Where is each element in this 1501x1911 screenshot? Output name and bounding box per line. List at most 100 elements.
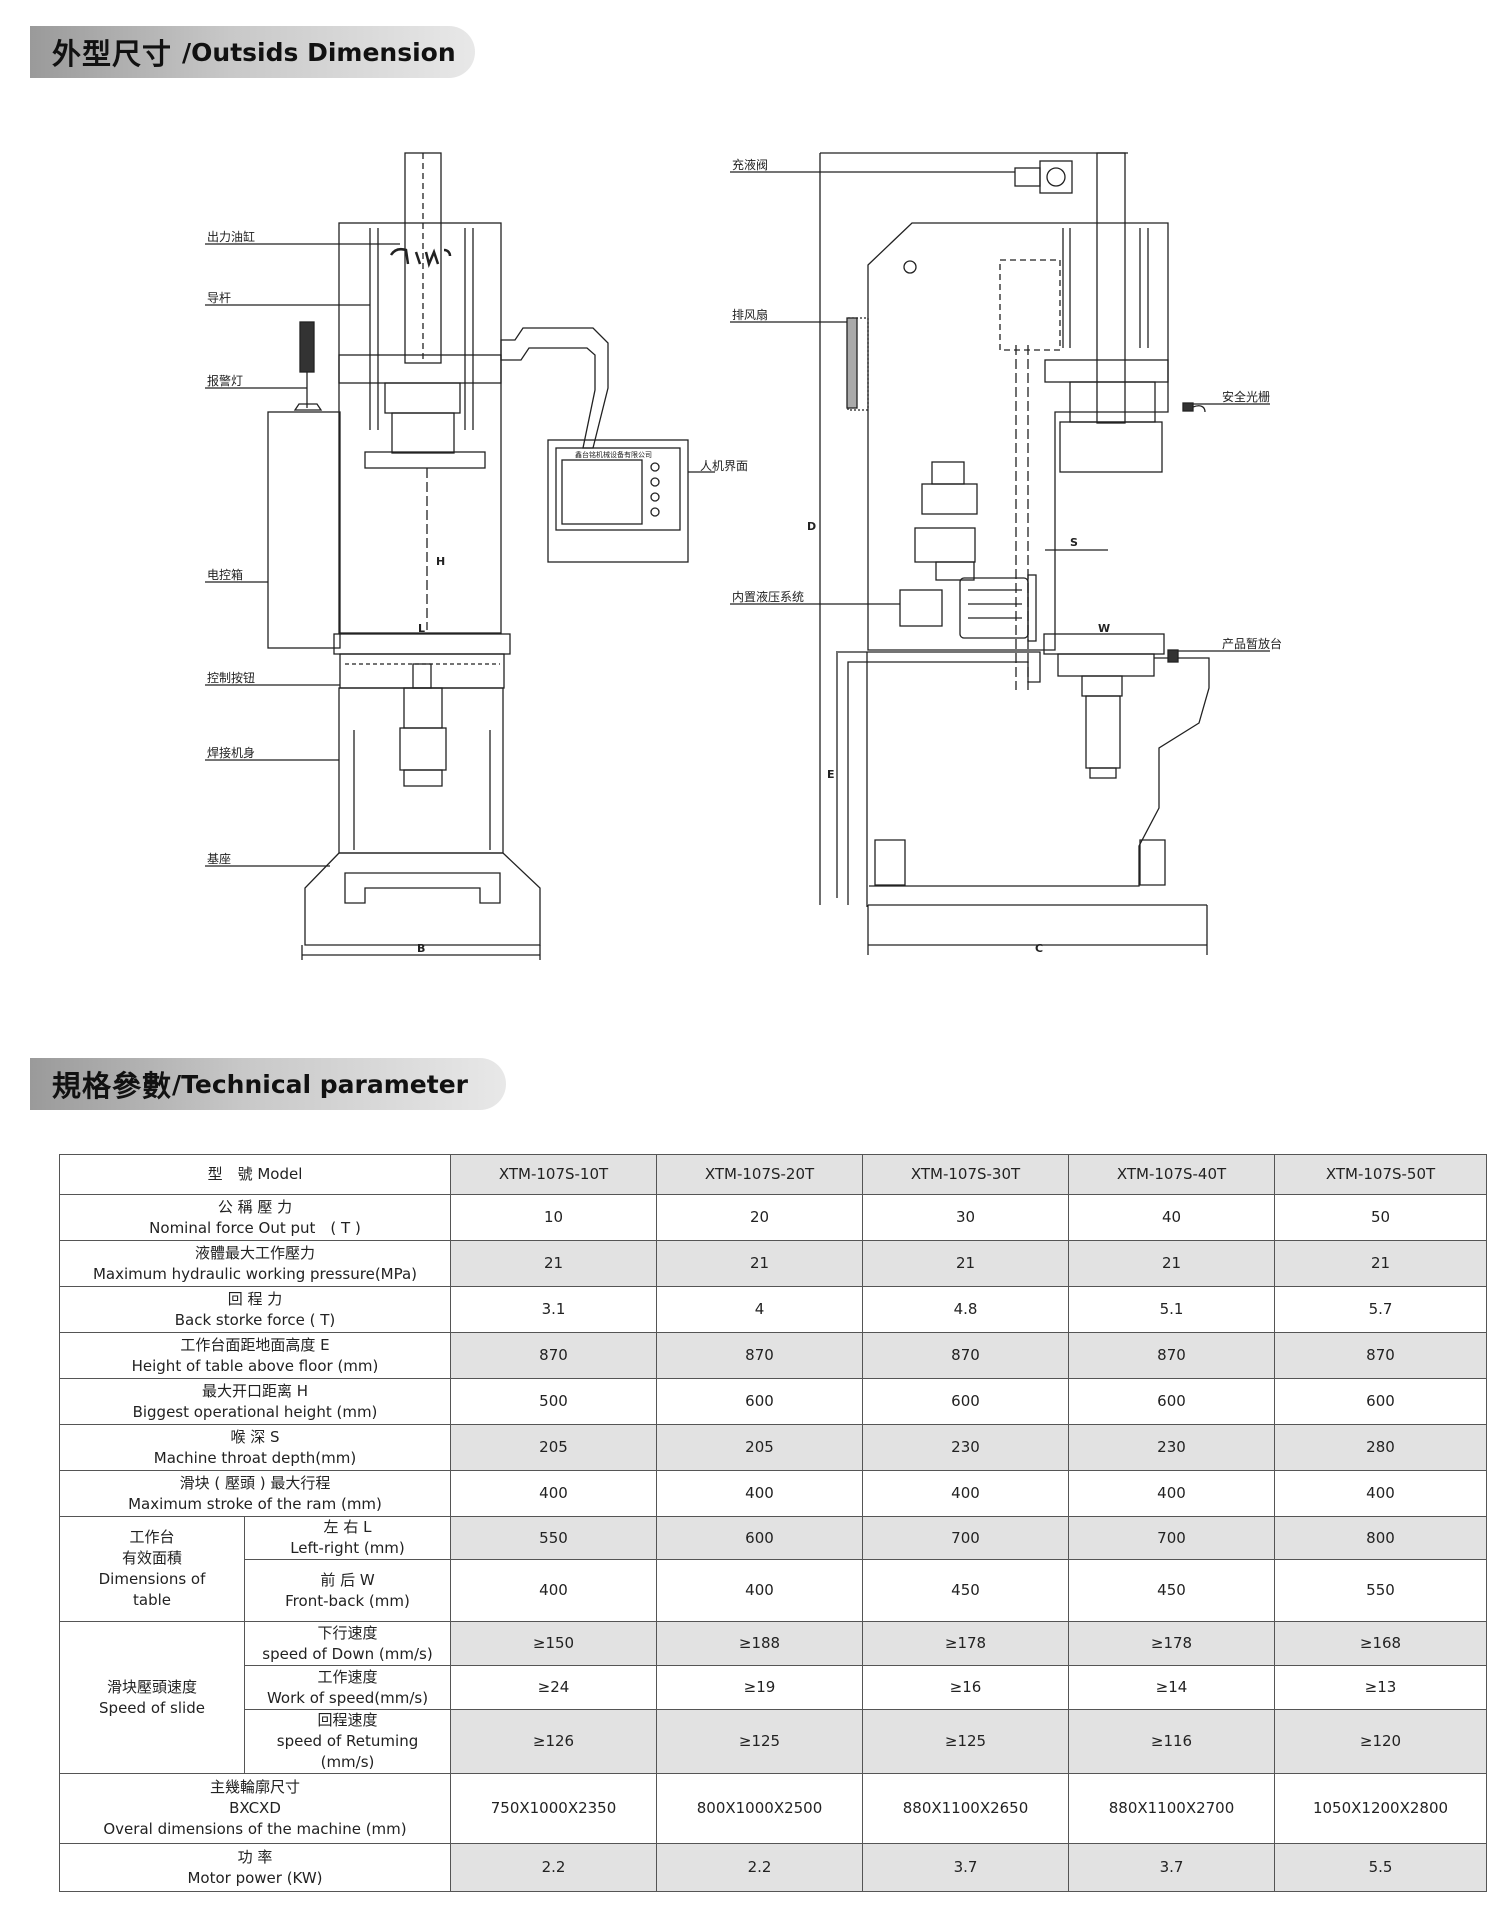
param-value: 5.1 (1068, 1286, 1275, 1333)
param-value: 400 (450, 1470, 657, 1517)
param-label-cn: 回 程 力 (227, 1289, 283, 1308)
param-value: 870 (450, 1332, 657, 1379)
param-value: 600 (862, 1378, 1069, 1425)
label-hmi: 人机界面 (700, 459, 748, 473)
label-control-box: 电控箱 (207, 567, 243, 582)
param-value: 3.1 (450, 1286, 657, 1333)
table-area-value: 600 (656, 1516, 863, 1560)
sub-param-en: (mm/s) (320, 1753, 375, 1771)
svg-text:S: S (1070, 536, 1078, 549)
slide-speed-value: ≥188 (656, 1621, 863, 1666)
overall-dimensions-value: 750X1000X2350 (450, 1773, 657, 1844)
motor-power-value: 2.2 (656, 1843, 863, 1892)
sub-param-cn: 前 后 W (320, 1570, 375, 1589)
table-area-value: 450 (1068, 1559, 1275, 1622)
svg-text:E: E (827, 768, 835, 781)
model-name: XTM-107S-30T (862, 1154, 1069, 1195)
param-value: 40 (1068, 1194, 1275, 1241)
sub-param-cn: 左 右 L (323, 1518, 372, 1536)
sub-param-cn: 工作速度 (317, 1667, 378, 1686)
param-value: 230 (862, 1424, 1069, 1471)
motor-power-value: 3.7 (862, 1843, 1069, 1892)
param-value: 870 (1274, 1332, 1487, 1379)
param-value: 21 (1274, 1240, 1487, 1287)
slide-speed-value: ≥16 (862, 1665, 1069, 1710)
group-label-en: table (133, 1591, 171, 1609)
svg-text:C: C (1035, 942, 1043, 955)
slide-speed-value: ≥125 (656, 1709, 863, 1774)
param-label-en: Back storke force ( T) (174, 1310, 336, 1329)
svg-text:B: B (417, 942, 425, 955)
table-area-value: 800 (1274, 1516, 1487, 1560)
param-value: 500 (450, 1378, 657, 1425)
table-area-value: 550 (450, 1516, 657, 1560)
param-value: 20 (656, 1194, 863, 1241)
group-label-en: Dimensions of (98, 1570, 206, 1588)
group-label-en: Speed of slide (99, 1698, 205, 1717)
label-safety-light-curtain: 安全光栅 (1222, 389, 1270, 404)
param-value: 400 (1068, 1470, 1275, 1517)
label-hydraulic-system: 内置液压系统 (732, 589, 804, 604)
sub-param-cn: 下行速度 (317, 1623, 378, 1642)
label-alarm-light: 报警灯 (207, 373, 243, 388)
param-value: 400 (656, 1470, 863, 1517)
slide-speed-value: ≥120 (1274, 1709, 1487, 1774)
motor-power-value: 2.2 (450, 1843, 657, 1892)
slide-speed-value: ≥178 (1068, 1621, 1275, 1666)
slide-speed-value: ≥24 (450, 1665, 657, 1710)
dimension-section-banner: 外型尺寸 /Outsids Dimension (30, 26, 475, 78)
slide-speed-value: ≥168 (1274, 1621, 1487, 1666)
slide-speed-value: ≥19 (656, 1665, 863, 1710)
group-label-cn: 有效面積 (121, 1549, 182, 1567)
param-value: 870 (656, 1332, 863, 1379)
label-base: 基座 (207, 851, 231, 866)
param-label-en: Height of table above floor (mm) (131, 1356, 379, 1375)
param-value: 400 (1274, 1470, 1487, 1517)
label-welded-body: 焊接机身 (207, 745, 255, 760)
slide-speed-value: ≥126 (450, 1709, 657, 1774)
param-label-cn: 最大开口距离 H (201, 1381, 309, 1400)
param-label-en: Overal dimensions of the machine (mm) (103, 1820, 407, 1838)
label-control-buttons: 控制按钮 (207, 670, 255, 685)
sub-param-cn: 回程速度 (317, 1711, 378, 1729)
label-product-rest: 产品暂放台 (1222, 636, 1282, 651)
svg-text:D: D (807, 520, 816, 533)
slide-speed-value: ≥13 (1274, 1665, 1487, 1710)
param-value: 870 (862, 1332, 1069, 1379)
param-value: 30 (862, 1194, 1069, 1241)
slide-speed-value: ≥125 (862, 1709, 1069, 1774)
sub-param-en: speed of Retuming (276, 1732, 419, 1750)
param-value: 205 (656, 1424, 863, 1471)
param-value: 50 (1274, 1194, 1487, 1241)
param-label-cn: 滑块 ( 壓頭 ) 最大行程 (179, 1473, 331, 1492)
svg-text:W: W (1098, 622, 1110, 635)
param-value: 10 (450, 1194, 657, 1241)
overall-dimensions-value: 800X1000X2500 (656, 1773, 863, 1844)
model-label: 型 號 Model (59, 1154, 451, 1195)
param-label-en: Motor power (KW) (187, 1868, 323, 1887)
param-value: 600 (1274, 1378, 1487, 1425)
slide-speed-value: ≥178 (862, 1621, 1069, 1666)
param-value: 205 (450, 1424, 657, 1471)
param-value: 280 (1274, 1424, 1487, 1471)
table-area-value: 400 (656, 1559, 863, 1622)
param-label-en: Maximum hydraulic working pressure(MPa) (92, 1264, 418, 1283)
label-output-cylinder: 出力油缸 (207, 229, 255, 244)
technical-section-banner: 規格參數 /Technical parameter (30, 1058, 506, 1110)
table-area-value: 450 (862, 1559, 1069, 1622)
